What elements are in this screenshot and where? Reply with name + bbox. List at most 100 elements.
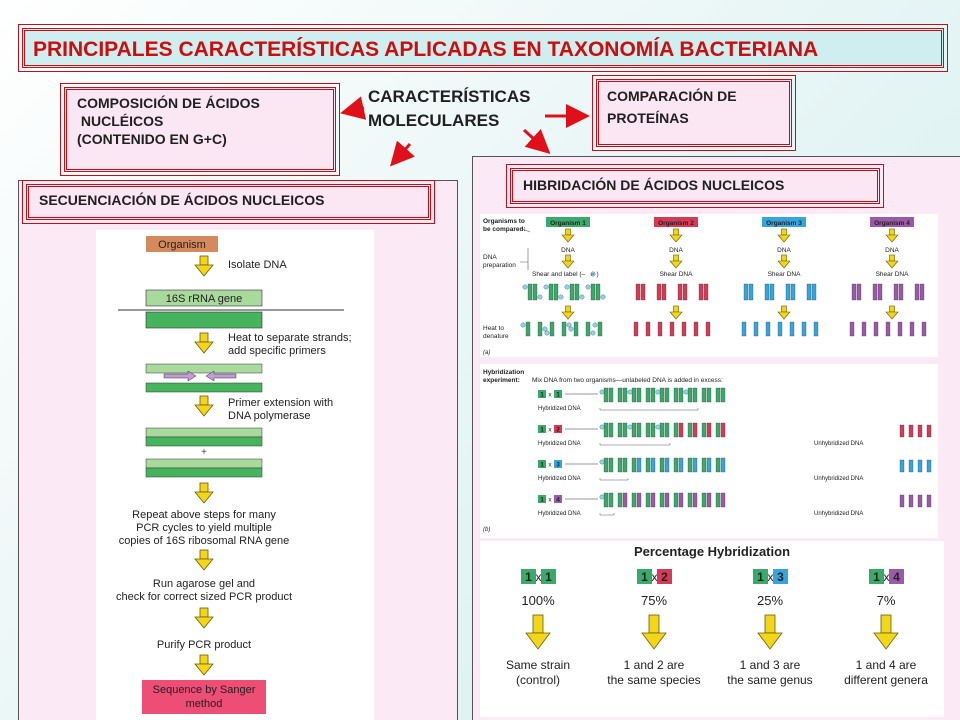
- result-pair-1: 1: [545, 570, 552, 584]
- denatured-strand: [849, 321, 855, 337]
- denatured-strand: [561, 321, 567, 337]
- pair-organism-1-box: [538, 495, 546, 503]
- hybrid-strand: [659, 457, 665, 473]
- sheared-fragment: [914, 283, 920, 301]
- sheared-fragment: [640, 283, 646, 301]
- repeat-label-3: copies of 16S ribosomal RNA gene: [119, 535, 290, 547]
- organism-1-box: [546, 217, 590, 227]
- hybrid-strand: [715, 492, 721, 508]
- result-description-1: 1 and 4 are: [856, 658, 917, 672]
- organisms-label-1: Organisms to: [483, 218, 525, 225]
- denatured-strand: [597, 321, 603, 337]
- hybrid-strand: [631, 457, 637, 473]
- hybrid-strand: [720, 457, 726, 473]
- label-dot-icon: [627, 424, 633, 430]
- molecular-characteristics-label: CARACTERÍSTICAS MOLECULARES: [368, 85, 530, 133]
- pair-organism-1-box: [538, 390, 546, 398]
- unhybridized-strand: [899, 424, 905, 438]
- hybrid-strand: [631, 387, 637, 403]
- hybrid-strand: [720, 422, 726, 438]
- label-dot-icon: [627, 389, 633, 395]
- copy2-lower-strand: [145, 467, 263, 478]
- label-dot-icon: [522, 284, 528, 290]
- hybridization-title-box: HIBRIDACIÓN DE ÁCIDOS NUCLEICOS: [506, 164, 884, 208]
- hybrid-strand: [664, 457, 670, 473]
- experiment-label-1: Hybridization: [483, 369, 524, 376]
- sheared-fragment: [898, 283, 904, 301]
- hybrid-strand: [706, 387, 712, 403]
- pair-organism-4-box: [554, 495, 562, 503]
- arrow-to-composition: [340, 96, 367, 120]
- times-sign: x: [548, 497, 552, 504]
- label-dot-icon: [655, 424, 661, 430]
- shear-label-close: ): [597, 271, 599, 278]
- bracket-lines: [519, 227, 531, 270]
- hybrid-strand: [608, 422, 614, 438]
- hybrid-strand: [636, 457, 642, 473]
- sheared-fragment: [635, 283, 641, 301]
- shear-and-label-text: Shear and label (–: [532, 271, 586, 278]
- sheared-fragment: [851, 283, 857, 301]
- hybrid-strand: [636, 422, 642, 438]
- label-dot-icon: [600, 294, 606, 300]
- hybrid-strand: [603, 422, 609, 438]
- hybrid-strand: [631, 492, 637, 508]
- sanger-label-1: Sequence by Sanger: [153, 684, 256, 696]
- hybrid-strand: [631, 422, 637, 438]
- dna-label: DNA: [561, 247, 575, 254]
- result-percent: 7%: [877, 593, 896, 608]
- unhybridized-strand: [899, 494, 905, 508]
- sheared-fragment: [764, 283, 770, 301]
- hybrid-strand: [622, 387, 628, 403]
- unhybridized-strand: [908, 424, 914, 438]
- shear-dna-text: Shear DNA: [660, 271, 694, 278]
- hybrid-strand: [659, 422, 665, 438]
- denatured-strand: [885, 321, 891, 337]
- denatured-strand: [753, 321, 759, 337]
- hybrid-strand: [622, 492, 628, 508]
- hybrid-strand: [608, 457, 614, 473]
- composition-line-1: COMPOSICIÓN DE ÁCIDOS: [77, 95, 260, 111]
- hybrid-strand: [608, 387, 614, 403]
- gel-label-2: check for correct sized PCR product: [116, 591, 292, 603]
- pair-label-1: 1: [556, 392, 560, 399]
- gene-lower-strand: [145, 311, 263, 329]
- result-organism-1-box: [541, 569, 556, 584]
- hybrid-bracket: [599, 443, 671, 446]
- heat-denature-label-2: denature: [483, 333, 509, 340]
- sheared-fragment: [548, 283, 554, 301]
- denatured-strand: [765, 321, 771, 337]
- pair-label-1: 1: [540, 462, 544, 469]
- heat-label-2: add specific primers: [228, 345, 326, 357]
- result-pair-3: 3: [777, 570, 784, 584]
- sheared-fragment: [682, 283, 688, 301]
- label-dot-icon: [590, 330, 596, 336]
- arrow-to-hybridization: [522, 128, 551, 155]
- hybrid-strand: [608, 492, 614, 508]
- sheared-fragment: [661, 283, 667, 301]
- sheared-fragment: [769, 283, 775, 301]
- denatured-strand: [657, 321, 663, 337]
- hybridized-dna-label: Hybridized DNA: [538, 441, 581, 447]
- experiment-label-2: experiment:: [483, 377, 520, 384]
- hybrid-strand: [673, 422, 679, 438]
- sheared-fragment: [656, 283, 662, 301]
- panel-b-label: (b): [483, 527, 490, 533]
- result-pair-1: 1: [525, 570, 532, 584]
- result-pair-1: 1: [757, 570, 764, 584]
- times-sign: x: [548, 462, 552, 469]
- hybridized-dna-label: Hybridized DNA: [538, 406, 581, 412]
- forward-primer-icon: [163, 370, 197, 382]
- result-organism-2-box: [657, 569, 672, 584]
- hybrid-strand: [701, 422, 707, 438]
- denatured-strand: [909, 321, 915, 337]
- sheared-fragment: [811, 283, 817, 301]
- sheared-fragment: [785, 283, 791, 301]
- extension-label-2: DNA polymerase: [228, 410, 311, 422]
- label-dot-icon: [520, 322, 526, 328]
- copy1-upper-strand: [145, 427, 263, 438]
- composition-line-3: (CONTENIDO EN G+C): [77, 131, 227, 147]
- hybrid-strand: [645, 387, 651, 403]
